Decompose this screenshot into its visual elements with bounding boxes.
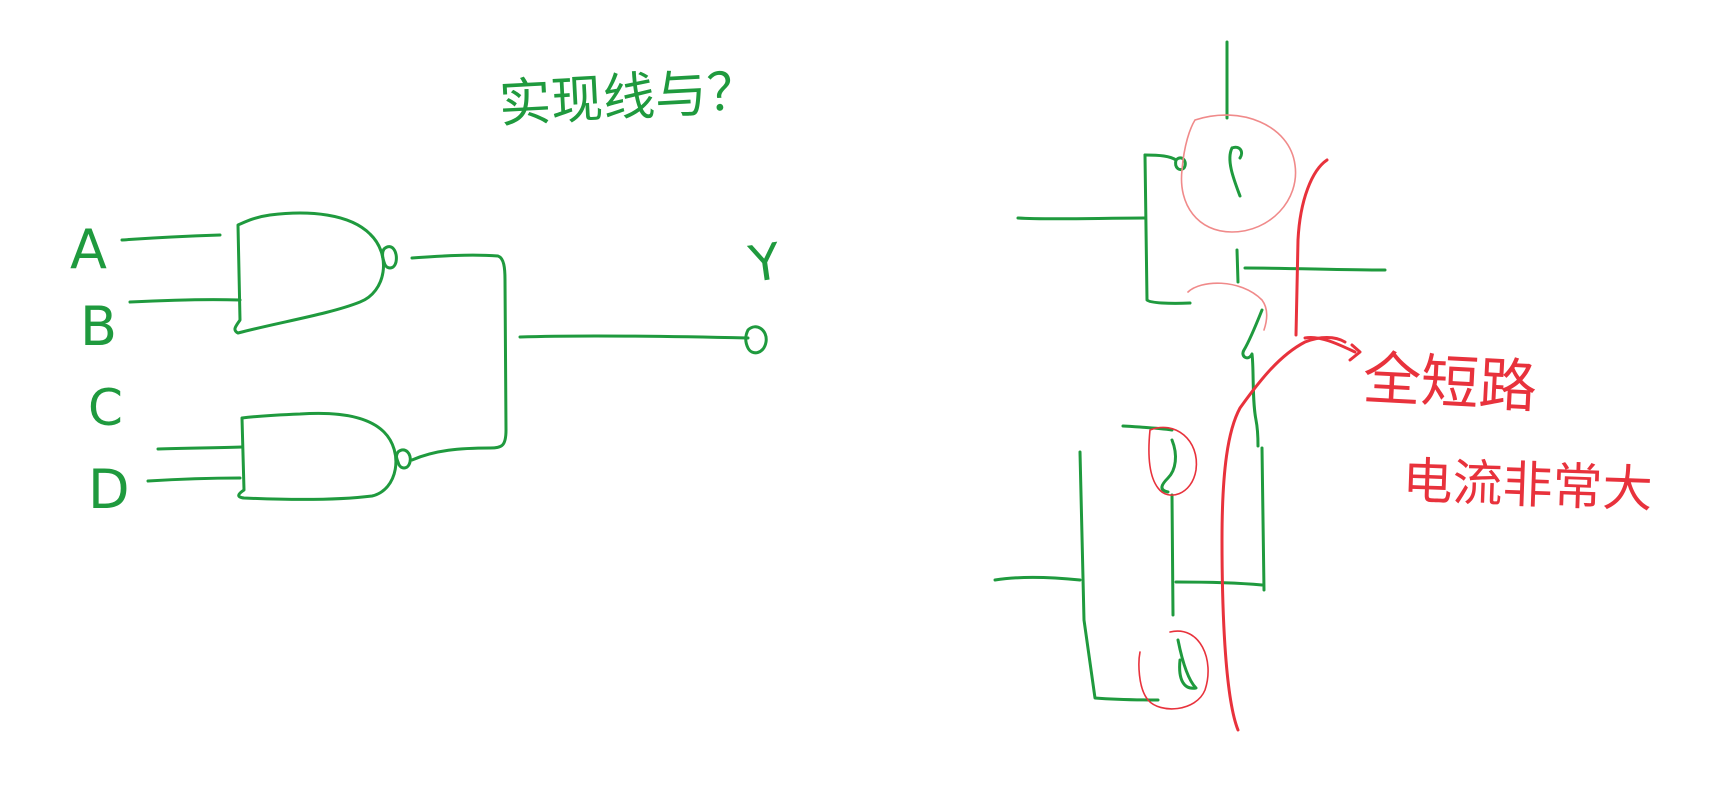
upper-gate-stub (1143, 153, 1178, 162)
wire-input-c (156, 445, 244, 451)
input-label-a: A (70, 218, 107, 281)
lower-bottom-channel (1176, 638, 1198, 690)
output-terminal-icon (744, 325, 768, 355)
upper-drain (1235, 248, 1240, 284)
lower-nmos-transistor (993, 424, 1266, 702)
annotation-arrow-icon (1303, 335, 1362, 362)
short-circuit-current-loop (1220, 336, 1347, 732)
input-label-b: B (80, 295, 117, 358)
input-label-c: C (88, 379, 123, 437)
lower-input-wire (993, 575, 1082, 582)
nand-wired-and-diagram: 实现线与？ A B C D Y (70, 61, 784, 521)
upper-pmos-transistor (1016, 145, 1244, 305)
output-node-wire (1243, 266, 1387, 272)
lower-mid-bar (1170, 493, 1175, 617)
wire-input-d (146, 476, 242, 483)
wire-input-b (128, 298, 242, 304)
lower-gate-bar (1078, 450, 1160, 702)
highlight-circle-lower-upper (1148, 426, 1198, 496)
upper-gate-bar (1143, 153, 1192, 305)
upper-gate-bubble-icon (1174, 156, 1187, 172)
nand-gate-1-body (233, 211, 385, 335)
highlight-circle-mid (1187, 282, 1268, 331)
lower-right-bar (1260, 446, 1266, 592)
highlight-circle-lower-bottom (1138, 630, 1209, 710)
highlight-circle-upper-pmos (1180, 114, 1297, 233)
upper-input-wire (1016, 216, 1147, 221)
output-label-y: Y (745, 232, 785, 294)
nand-gate-2-body (237, 411, 398, 501)
annotation-current: 电流非常大 (1402, 452, 1654, 519)
cmos-short-circuit-diagram: 全短路 电流非常大 (993, 40, 1654, 732)
nand-gate-1 (233, 211, 398, 335)
input-label-d: D (88, 458, 130, 521)
middle-channel (1241, 308, 1264, 448)
wire-gate1-output (410, 253, 508, 462)
wire-input-a (120, 233, 222, 242)
wire-joined-output (518, 334, 750, 340)
lower-output-wire (1174, 580, 1264, 587)
short-circuit-current-path (1294, 158, 1329, 337)
nand-gate-2 (237, 411, 412, 501)
question-text: 实现线与？ (498, 61, 761, 135)
annotation-short-circuit: 全短路 (1361, 344, 1538, 421)
upper-channel (1228, 145, 1244, 198)
lower-upper-channel (1160, 438, 1177, 494)
lower-top-stub (1121, 424, 1174, 432)
nand-gate-1-bubble-icon (381, 245, 398, 270)
nand-gate-2-bubble-icon (395, 448, 412, 470)
